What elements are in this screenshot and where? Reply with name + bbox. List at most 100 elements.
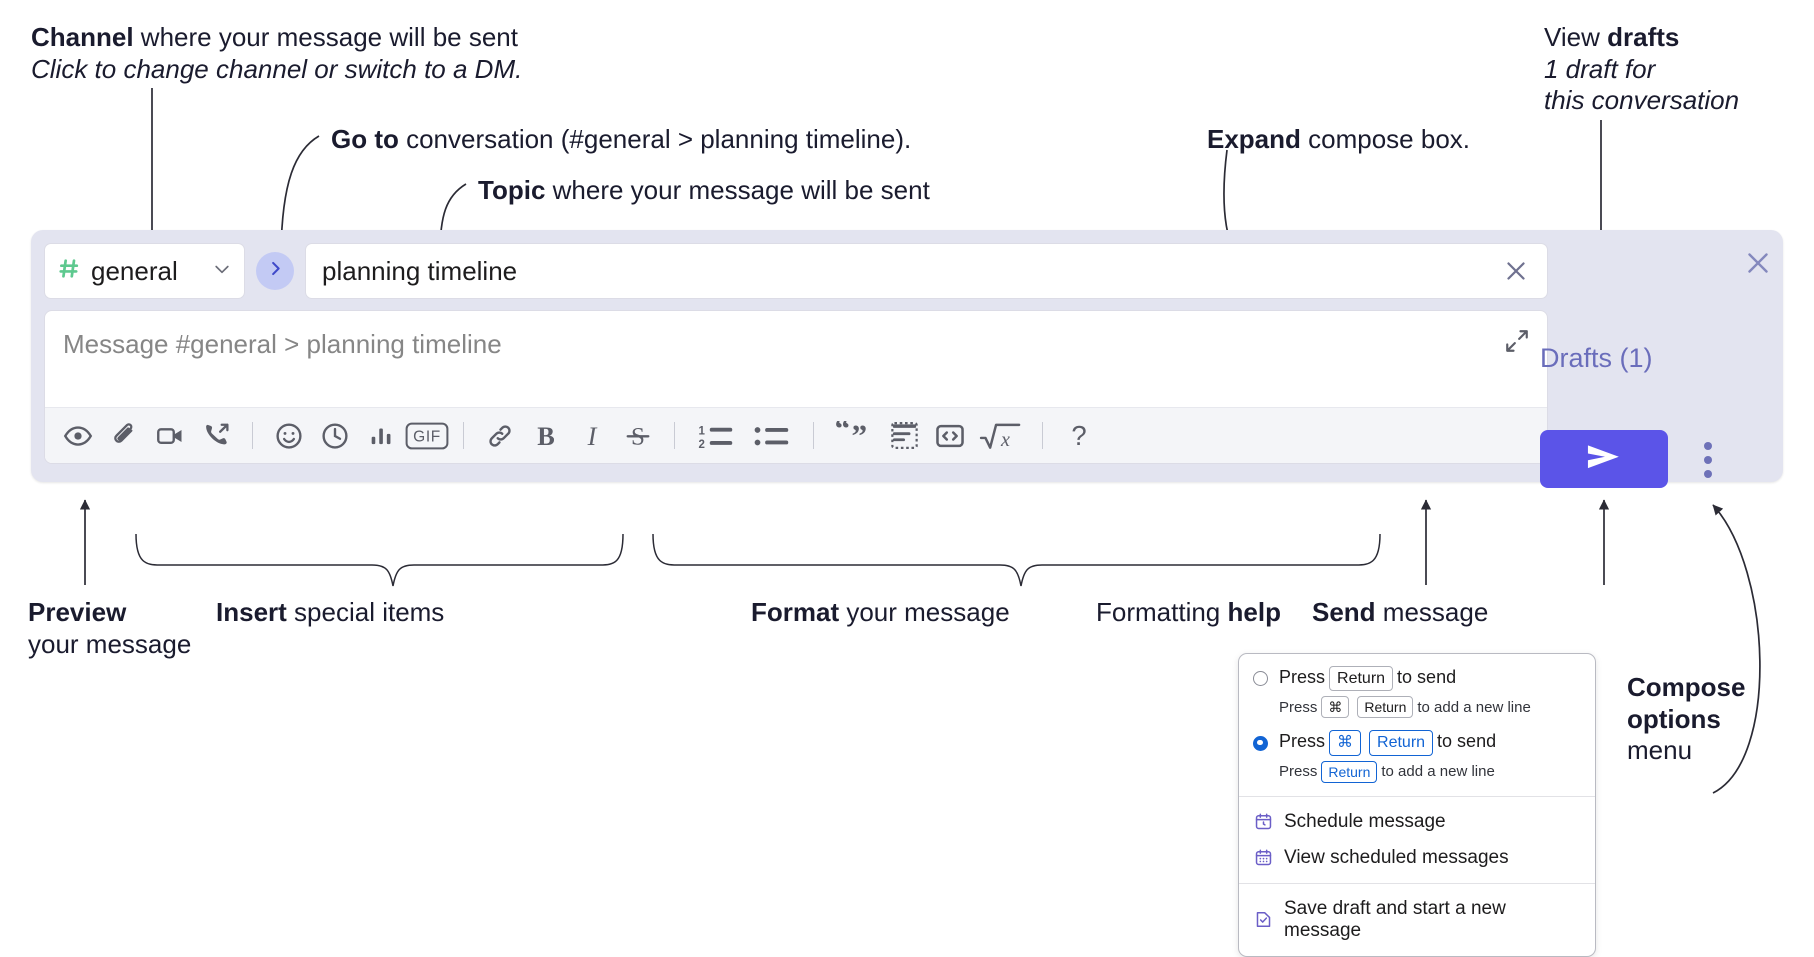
radio-button-selected[interactable] [1253, 735, 1268, 751]
chevron-right-icon [266, 259, 285, 283]
goto-conversation-button[interactable] [256, 252, 294, 290]
strikethrough-button[interactable]: S [615, 414, 661, 458]
expand-icon[interactable] [1501, 325, 1533, 357]
gif-button[interactable]: GIF [404, 414, 450, 458]
annotation-format-rest: your message [839, 597, 1010, 627]
code-block-button[interactable] [881, 414, 927, 458]
close-icon[interactable] [1499, 254, 1533, 288]
compose-inner: general planning timeline [44, 243, 1548, 464]
annotation-send: Send message [1312, 597, 1488, 629]
annotation-drafts-line3: this conversation [1544, 85, 1740, 116]
compose-header-row: general planning timeline [44, 243, 1548, 299]
key-return: Return [1369, 730, 1434, 756]
key-return: Return [1357, 696, 1414, 719]
menu-item-label: Schedule message [1284, 810, 1446, 832]
annotation-expand-bold: Expand [1207, 124, 1301, 154]
message-box: Message #general > planning timeline [44, 310, 1548, 464]
key-return: Return [1329, 666, 1394, 692]
annotation-drafts-pre: View [1544, 22, 1608, 52]
inline-code-button[interactable] [927, 414, 973, 458]
annotation-channel-italic: Click to change channel or switch to a D… [31, 53, 523, 84]
annotation-help-bold: help [1227, 597, 1281, 627]
annotation-compose-options: Compose options menu [1627, 672, 1745, 767]
send-button[interactable] [1540, 430, 1668, 488]
menu-item-save-draft[interactable]: Save draft and start a new message [1239, 891, 1595, 949]
annotation-help-rest: Formatting [1096, 597, 1228, 627]
annotation-topic: Topic where your message will be sent [478, 175, 930, 207]
annotation-compose-line3: menu [1627, 735, 1693, 766]
poll-button[interactable] [358, 414, 404, 458]
key-command: ⌘ [1321, 696, 1350, 719]
svg-text:“: “ [835, 421, 851, 446]
hash-icon [57, 256, 82, 286]
blockquote-button[interactable]: “ ” [827, 414, 881, 458]
close-compose-button[interactable] [1740, 245, 1776, 281]
channel-name: general [91, 255, 178, 286]
bold-button[interactable]: B [523, 414, 569, 458]
menu-item-schedule-message[interactable]: Schedule message [1239, 804, 1595, 840]
separator-4 [813, 422, 814, 449]
option2-sub-post: to add a new line [1381, 763, 1495, 781]
schedule-button[interactable] [312, 414, 358, 458]
svg-text:”: ” [852, 421, 868, 451]
bulleted-list-button[interactable] [744, 414, 800, 458]
annotation-topic-bold: Topic [478, 175, 546, 205]
math-button[interactable]: x [973, 414, 1029, 458]
annotation-formatting-help: Formatting help [1096, 597, 1281, 629]
draft-section: Save draft and start a new message [1239, 884, 1595, 956]
option1-sub-pre: Press [1279, 698, 1318, 716]
annotation-preview-rest: your message [28, 628, 192, 659]
channel-select[interactable]: general [44, 243, 245, 299]
formatting-toolbar: GIF B [45, 407, 1547, 463]
preview-button[interactable] [55, 414, 101, 458]
key-return: Return [1321, 760, 1378, 783]
record-video-button[interactable] [147, 414, 193, 458]
separator-3 [674, 422, 675, 449]
compose-options-button[interactable] [1697, 437, 1719, 483]
option1-pre: Press [1279, 667, 1326, 687]
topic-field[interactable]: planning timeline [305, 243, 1548, 299]
annotation-channel: Channel where your message will be sent … [31, 22, 522, 85]
menu-divider [1239, 795, 1595, 797]
topic-value: planning timeline [322, 255, 518, 286]
option2-post: to send [1437, 731, 1497, 752]
annotation-send-bold: Send [1312, 597, 1376, 627]
annotation-compose-line1: Compose [1627, 672, 1746, 702]
message-input[interactable]: Message #general > planning timeline [45, 311, 1547, 407]
emoji-button[interactable] [266, 414, 312, 458]
save-draft-icon [1253, 910, 1273, 930]
menu-item-label: Save draft and start a new message [1284, 897, 1506, 941]
annotation-expand-rest: compose box. [1300, 124, 1471, 154]
attach-file-button[interactable] [101, 414, 147, 458]
separator-2 [463, 422, 464, 449]
menu-item-view-scheduled-messages[interactable]: View scheduled messages [1239, 840, 1595, 876]
ordered-list-button[interactable]: 1 2 [688, 414, 744, 458]
formatting-help-button[interactable]: ? [1056, 414, 1102, 458]
svg-text:2: 2 [699, 438, 705, 450]
italic-button[interactable]: I [569, 414, 615, 458]
more-options-icon [1704, 442, 1712, 450]
annotation-format-bold: Format [751, 597, 840, 627]
svg-text:?: ? [1071, 421, 1086, 451]
option2-pre: Press [1279, 731, 1326, 752]
schedule-section: Schedule message View scheduled me [1239, 797, 1595, 883]
annotation-send-rest: message [1375, 597, 1489, 627]
more-options-icon [1704, 456, 1712, 464]
annotation-drafts-bold: drafts [1607, 22, 1680, 52]
record-audio-button[interactable] [193, 414, 239, 458]
svg-text:1: 1 [699, 425, 706, 437]
menu-item-label: View scheduled messages [1284, 846, 1509, 868]
radio-button-unselected[interactable] [1253, 671, 1268, 687]
drafts-link[interactable]: Drafts (1) [1540, 343, 1653, 373]
option1-post: to send [1397, 667, 1457, 687]
calendar-clock-icon [1253, 812, 1273, 832]
link-button[interactable] [477, 414, 523, 458]
more-options-icon [1704, 470, 1712, 478]
svg-text:x: x [1000, 428, 1010, 450]
annotation-expand: Expand compose box. [1207, 124, 1470, 156]
option2-sub-pre: Press [1279, 763, 1318, 781]
